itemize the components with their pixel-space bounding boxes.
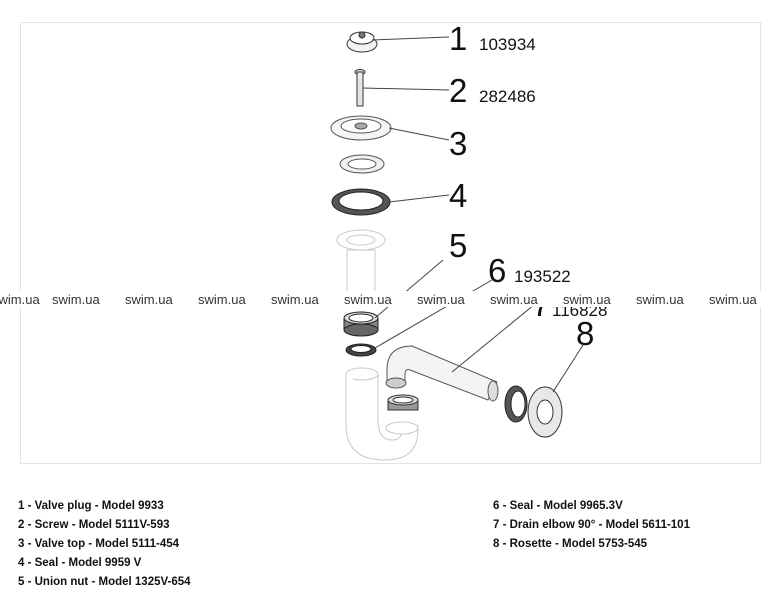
watermark-text: swim.ua	[636, 292, 684, 307]
drain-body-faded	[336, 229, 386, 293]
diagram-frame	[20, 22, 761, 464]
callout-number-1: 1	[449, 20, 467, 57]
washer-ring	[339, 154, 385, 174]
watermark-text: swim.ua	[271, 292, 319, 307]
watermark-text: swim.ua	[709, 292, 757, 307]
callout-number-4: 4	[449, 177, 467, 214]
watermark-text: swim.ua	[0, 292, 40, 307]
leader-lines	[362, 36, 584, 393]
seal-ring-small	[345, 343, 377, 357]
siphon-nut	[387, 394, 419, 411]
union-nut-part	[343, 311, 379, 337]
part-code-6: 193522	[514, 267, 571, 286]
callout-number-2: 2	[449, 72, 467, 109]
valve-plug-part	[346, 31, 378, 53]
seal-part-4	[331, 188, 391, 216]
callout-number-6: 6	[488, 252, 506, 289]
watermark-text: swim.ua	[490, 292, 538, 307]
valve-top-part	[330, 115, 392, 141]
rosette-part	[527, 386, 563, 438]
siphon-trap-faded	[345, 367, 419, 461]
watermark-text: swim.ua	[417, 292, 465, 307]
callout-number-8: 8	[576, 315, 594, 352]
callout-number-3: 3	[449, 125, 467, 162]
part-code-1: 103934	[479, 35, 536, 54]
watermark-text: swim.ua	[344, 292, 392, 307]
watermark-text: swim.ua	[52, 292, 100, 307]
callout-number-5: 5	[449, 227, 467, 264]
watermark-text: swim.ua	[125, 292, 173, 307]
watermark-text: swim.ua	[198, 292, 246, 307]
watermark-text: swim.ua	[563, 292, 611, 307]
watermark-row: swim.ua swim.ua swim.ua swim.ua swim.ua …	[0, 291, 763, 307]
screw-part	[354, 69, 366, 107]
part-code-2: 282486	[479, 87, 536, 106]
seal-part-6	[504, 385, 528, 423]
drain-elbow-part	[385, 345, 499, 402]
